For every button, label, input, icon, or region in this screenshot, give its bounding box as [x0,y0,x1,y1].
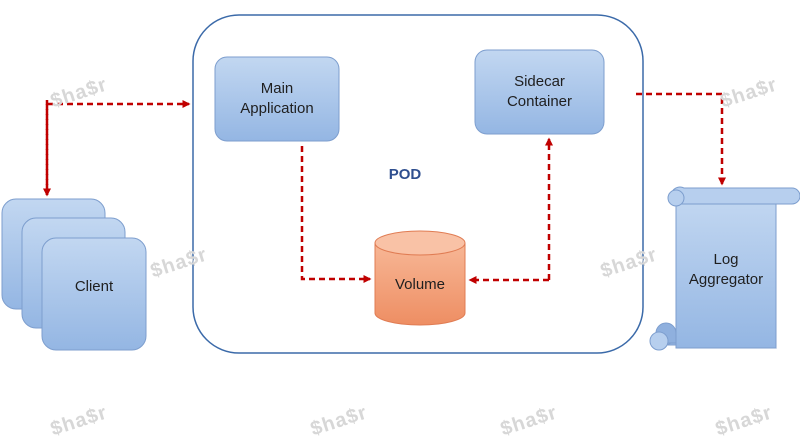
arrow-main-app-to-volume [300,146,372,283]
sidecar-container-box [474,49,605,135]
client-stack [1,198,147,351]
log-aggregator-scroll [649,186,800,351]
client-card-front [41,237,147,351]
main-application-box [214,56,340,142]
arrow-sidecar-to-log-aggregator [636,92,726,186]
volume-cylinder [374,230,466,326]
